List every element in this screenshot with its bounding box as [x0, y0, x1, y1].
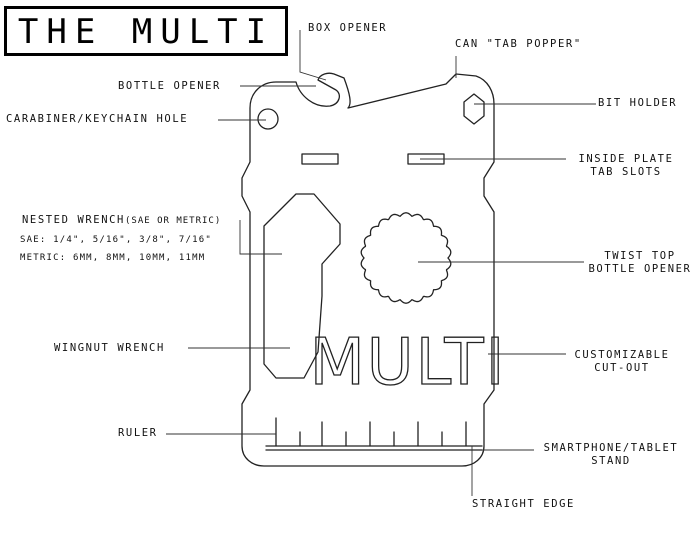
label-bottle-opener: BOTTLE OPENER: [118, 80, 221, 92]
leader-nested-wrench: [239, 220, 282, 255]
tool-outline: [241, 72, 495, 467]
label-sae-sizes: SAE: 1/4", 5/16", 3/8", 7/16": [20, 235, 212, 245]
label-stand: STAND: [591, 455, 631, 467]
label-customizable: CUSTOMIZABLE: [574, 349, 670, 361]
label-nested-wrench-main: NESTED WRENCH: [22, 214, 125, 226]
nested-wrench: [263, 193, 341, 379]
label-ruler: RULER: [118, 427, 158, 439]
label-carabiner: CARABINER/KEYCHAIN HOLE: [6, 113, 189, 125]
diagram-title: THE MULTI: [17, 12, 275, 52]
label-wingnut-wrench: WINGNUT WRENCH: [54, 342, 165, 354]
label-bit-holder: BIT HOLDER: [598, 97, 678, 109]
label-twist-top-bottle: BOTTLE OPENER: [588, 263, 692, 275]
carabiner-hole: [257, 108, 279, 130]
label-smartphone-stand: SMARTPHONE/TABLET: [543, 442, 679, 454]
label-cut-out: CUT-OUT: [594, 362, 650, 374]
label-straight-edge: STRAIGHT EDGE: [472, 498, 575, 510]
label-inside-plate: INSIDE PLATE: [578, 153, 674, 165]
leader-box-opener: [299, 30, 327, 81]
label-twist-top: TWIST TOP: [604, 250, 676, 262]
label-can-tab-popper: CAN "TAB POPPER": [455, 38, 582, 50]
plate-text: MULTI: [310, 326, 507, 400]
label-nested-wrench-note: (SAE OR METRIC): [124, 216, 222, 226]
label-metric-sizes: METRIC: 6MM, 8MM, 10MM, 11MM: [20, 253, 206, 263]
label-nested-wrench: NESTED WRENCH(SAE OR METRIC): [22, 214, 221, 226]
tab-slot-left: [301, 153, 339, 165]
bit-holder-hex: [463, 93, 485, 125]
title-box: THE MULTI: [4, 6, 288, 56]
label-box-opener: BOX OPENER: [308, 22, 388, 34]
twist-top-opener: [360, 212, 452, 304]
label-tab-slots: TAB SLOTS: [590, 166, 662, 178]
